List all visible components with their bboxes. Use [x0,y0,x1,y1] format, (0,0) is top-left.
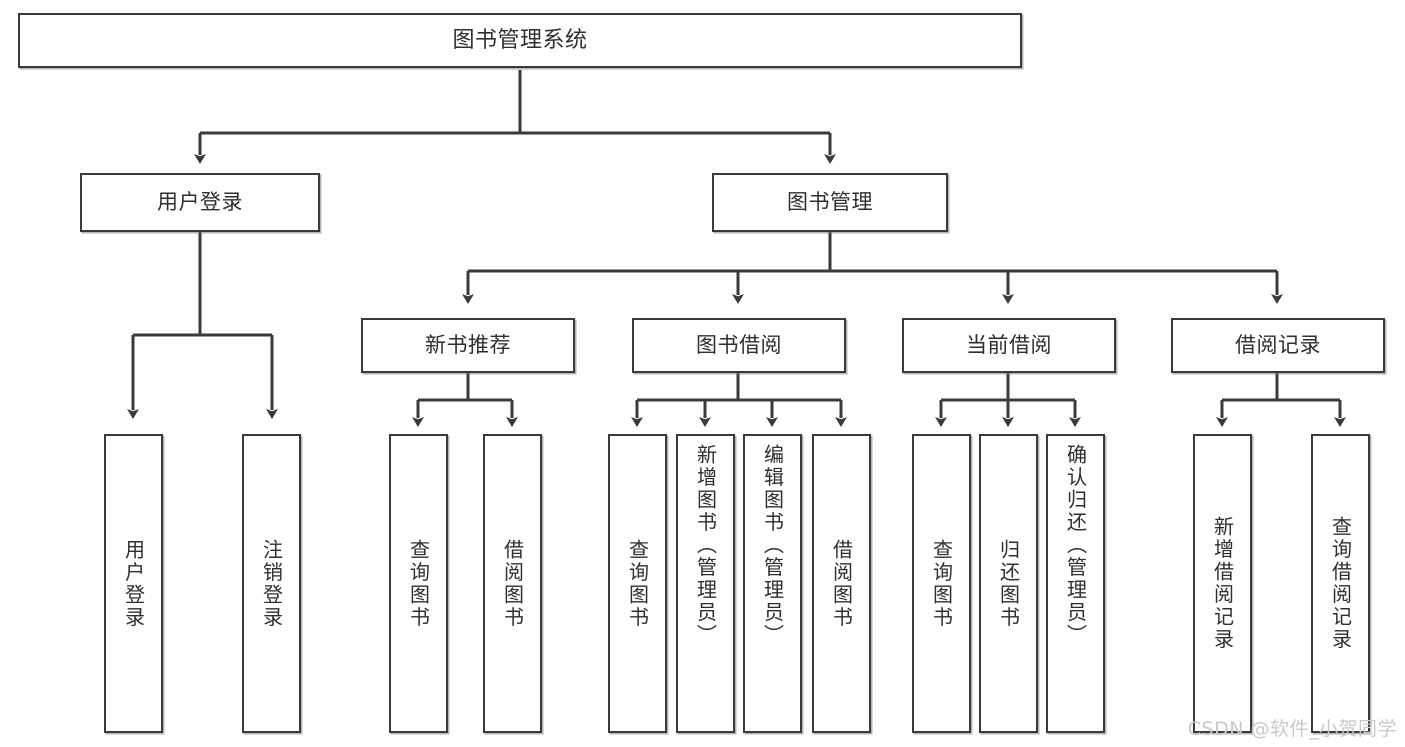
leaf-query-book-1[interactable]: 查询图书 [389,434,448,733]
node-user-login[interactable]: 用户登录 [80,173,320,232]
node-root[interactable]: 图书管理系统 [18,13,1022,68]
node-book-borrow[interactable]: 图书借阅 [632,318,846,373]
leaf-user-login-label: 用户登录 [121,538,146,629]
node-new-book-recommend[interactable]: 新书推荐 [361,318,575,373]
leaf-confirm-return-label: 确认归还（管理员） [1063,444,1088,647]
leaf-borrow-book-1-label: 借阅图书 [500,538,525,629]
leaf-query-book-3-label: 查询图书 [929,538,954,629]
leaf-return-book-label: 归还图书 [996,538,1021,629]
node-current-borrow[interactable]: 当前借阅 [902,318,1116,373]
leaf-add-book-label: 新增图书（管理员） [693,444,718,647]
node-book-manage[interactable]: 图书管理 [712,173,948,232]
node-current-borrow-label: 当前借阅 [966,333,1052,358]
leaf-borrow-book-1[interactable]: 借阅图书 [483,434,542,733]
leaf-add-record-label: 新增借阅记录 [1210,516,1235,651]
leaf-logout[interactable]: 注销登录 [242,434,301,733]
node-user-login-label: 用户登录 [157,190,243,215]
node-root-label: 图书管理系统 [452,27,588,53]
node-new-book-recommend-label: 新书推荐 [425,333,511,358]
csdn-watermark: CSDN @软件_小贺同学 [1187,718,1397,740]
leaf-user-login[interactable]: 用户登录 [104,434,163,733]
leaf-query-record[interactable]: 查询借阅记录 [1311,434,1370,733]
leaf-confirm-return[interactable]: 确认归还（管理员） [1046,434,1105,733]
leaf-logout-label: 注销登录 [259,538,284,629]
leaf-query-record-label: 查询借阅记录 [1328,516,1353,651]
leaf-query-book-2[interactable]: 查询图书 [608,434,667,733]
leaf-edit-book-label: 编辑图书（管理员） [760,444,785,647]
leaf-query-book-3[interactable]: 查询图书 [912,434,971,733]
leaf-return-book[interactable]: 归还图书 [979,434,1038,733]
node-book-borrow-label: 图书借阅 [696,333,782,358]
leaf-query-book-1-label: 查询图书 [406,538,431,629]
leaf-edit-book[interactable]: 编辑图书（管理员） [743,434,802,733]
leaf-borrow-book-2[interactable]: 借阅图书 [812,434,871,733]
leaf-query-book-2-label: 查询图书 [625,538,650,629]
leaf-add-record[interactable]: 新增借阅记录 [1193,434,1252,733]
node-book-manage-label: 图书管理 [787,190,873,215]
leaf-add-book[interactable]: 新增图书（管理员） [676,434,735,733]
node-borrow-record[interactable]: 借阅记录 [1171,318,1385,373]
leaf-borrow-book-2-label: 借阅图书 [829,538,854,629]
node-borrow-record-label: 借阅记录 [1235,333,1321,358]
